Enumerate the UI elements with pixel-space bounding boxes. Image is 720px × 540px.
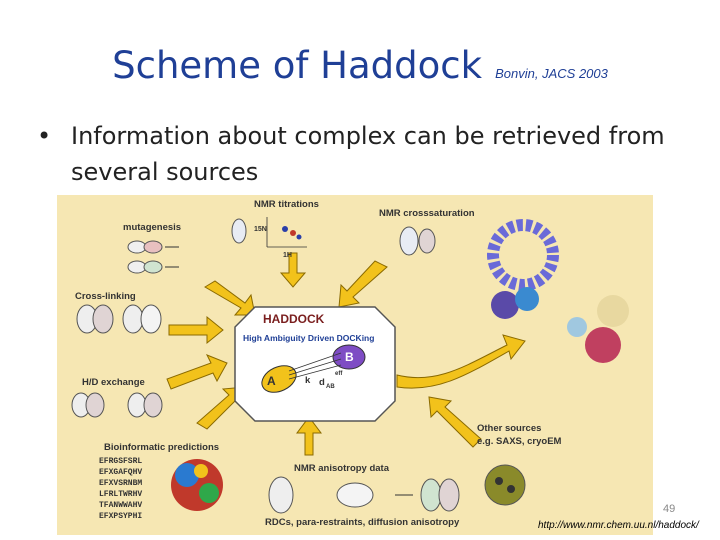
restraint-line-1 — [288, 352, 342, 372]
mutagenesis-cartoon — [127, 240, 179, 274]
cross-linking-cartoon — [76, 304, 162, 334]
axis-1h: 1H — [283, 252, 292, 259]
sequence-3: EFXVSRNBM — [99, 479, 142, 488]
cross-linking-label: Cross-linking — [75, 291, 136, 302]
haddock-cartoon: A B k d AB eff — [261, 344, 366, 393]
haddock-scheme-figure: HADDOCK High Ambiguity Driven DOCKing A … — [57, 195, 653, 535]
slide-title: Scheme of Haddock — [112, 44, 483, 87]
protein-b-shape — [332, 344, 366, 370]
sequence-6: EFXPSYPHI — [99, 512, 142, 521]
label-eff: eff — [335, 371, 343, 377]
haddock-url[interactable]: http://www.nmr.chem.uu.nl/haddock/ — [538, 520, 699, 531]
sequence-4: LFRLTWRHV — [99, 490, 142, 499]
restraint-line-3 — [288, 364, 342, 380]
haddock-subtitle: High Ambiguity Driven DOCKing — [243, 333, 374, 343]
label-a: A — [267, 374, 276, 388]
sequence-2: EFXGAFQHV — [99, 468, 142, 477]
bullet-dot-icon: • — [37, 122, 52, 150]
protein-a-shape — [261, 365, 297, 393]
restraint-line-2 — [288, 358, 342, 376]
arrow-left — [204, 280, 256, 316]
complex-structure-art — [491, 287, 629, 363]
axis-15n: 15N — [254, 226, 267, 233]
arrow-left-low — [166, 354, 228, 390]
label-b: B — [345, 350, 354, 364]
page-number: 49 — [663, 503, 676, 515]
nmr-anisotropy-label: NMR anisotropy data — [294, 463, 390, 474]
label-dab: d — [319, 377, 325, 388]
bioinformatic-label: Bioinformatic predictions — [104, 442, 219, 453]
label-k: k — [305, 375, 311, 386]
nmr-crosssaturation-label: NMR crosssaturation — [379, 208, 475, 219]
sequence-1: EFRGSFSRL — [99, 457, 142, 466]
crosssaturation-cartoon — [399, 219, 559, 291]
other-sources-label: Other sources — [477, 423, 541, 434]
arrow-curve-right — [396, 334, 526, 389]
citation: Bonvin, JACS 2003 — [495, 66, 608, 81]
mutagenesis-label: mutagenesis — [123, 222, 181, 233]
anisotropy-cartoon — [268, 476, 460, 514]
other-sources-examples: e.g. SAXS, cryoEM — [477, 436, 562, 447]
anisotropy-footer: RDCs, para-restraints, diffusion anisotr… — [265, 517, 460, 528]
haddock-scheme-svg: HADDOCK High Ambiguity Driven DOCKing A … — [71, 199, 629, 528]
hd-exchange-label: H/D exchange — [82, 377, 145, 388]
nmr-titration-plot: 15N 1H — [231, 217, 307, 259]
arrow-right-top — [338, 260, 388, 308]
sequence-5: TFANWWAHV — [99, 501, 142, 510]
slide-title-row: Scheme of Haddock Bonvin, JACS 2003 — [0, 44, 720, 87]
arrow-bottom — [296, 416, 322, 456]
arrow-top — [279, 252, 307, 288]
bioinformatic-structure-art — [171, 459, 223, 511]
cryoem-blob — [484, 464, 526, 506]
bullet-point: • Information about complex can be retri… — [37, 118, 677, 190]
haddock-title: HADDOCK — [263, 312, 325, 326]
arrow-left-mid — [168, 315, 224, 345]
label-dab-sub: AB — [326, 384, 335, 390]
sequence-list: EFRGSFSRL EFXGAFQHV EFXVSRNBM LFRLTWRHV … — [99, 457, 142, 521]
arrows-to-center — [166, 252, 482, 456]
hd-exchange-cartoon — [71, 392, 163, 418]
nmr-titrations-label: NMR titrations — [254, 199, 319, 210]
arrow-bottom-right — [428, 396, 482, 448]
bullet-text: Information about complex can be retriev… — [71, 122, 665, 186]
